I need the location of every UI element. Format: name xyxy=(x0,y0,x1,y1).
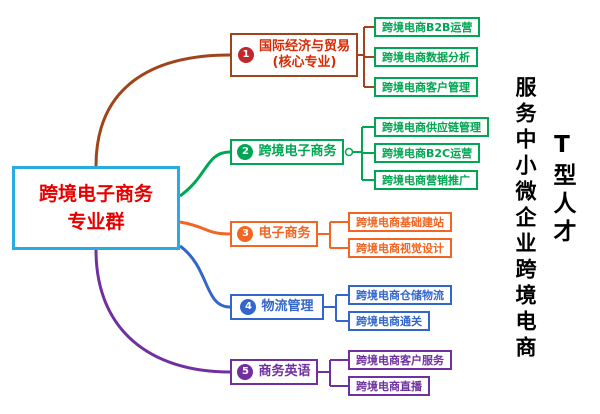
branch-node-business-english: 5 商务英语 xyxy=(230,359,318,385)
branch-4-label: 物流管理 xyxy=(261,298,314,314)
vertical-slogan-text: 服务中小微企业跨境电商 xyxy=(513,76,537,362)
root-node-title-line2: 专业群 xyxy=(67,211,125,233)
root-node-title-line1: 跨境电子商务 xyxy=(38,182,153,205)
leaf-visual-design: 跨境电商视觉设计 xyxy=(348,238,452,258)
branch-2-label: 跨境电子商务 xyxy=(258,143,337,159)
leaf-site-building: 跨境电商基础建站 xyxy=(348,212,452,232)
branch-node-cross-border-ecommerce: 2 跨境电子商务 xyxy=(230,139,344,165)
leaf-customs-clearance: 跨境电商通关 xyxy=(348,311,430,331)
leaf-customer-service: 跨境电商客户服务 xyxy=(348,350,452,370)
leaf-supply-chain: 跨境电商供应链管理 xyxy=(374,117,489,137)
branch-5-label: 商务英语 xyxy=(258,363,311,379)
branch-node-logistics: 4 物流管理 xyxy=(230,294,324,320)
branch-4-number-badge: 4 xyxy=(240,299,257,315)
vertical-talent-text: T型人才 xyxy=(549,132,575,247)
branch-1-label: 国际经济与贸易 (核心专业) xyxy=(259,39,350,72)
branch-3-number-badge: 3 xyxy=(237,226,254,242)
branch-1-number-badge: 1 xyxy=(237,47,254,63)
leaf-b2b-operation: 跨境电商B2B运营 xyxy=(374,17,481,37)
branch-3-label: 电子商务 xyxy=(258,225,311,241)
leaf-livestreaming: 跨境电商直播 xyxy=(348,376,430,396)
branch-node-ecommerce: 3 电子商务 xyxy=(230,221,318,247)
branch-1-label-sub: (核心专业) xyxy=(272,55,337,70)
leaf-data-analysis: 跨境电商数据分析 xyxy=(374,47,478,67)
leaf-b2c-operation: 跨境电商B2C运营 xyxy=(374,143,481,163)
leaf-customer-management: 跨境电商客户管理 xyxy=(374,77,478,97)
root-node: 跨境电子商务 专业群 xyxy=(12,166,180,250)
branch-5-number-badge: 5 xyxy=(237,364,254,380)
branch-2-connector-dot xyxy=(344,147,354,157)
branch-node-international-trade: 1 国际经济与贸易 (核心专业) xyxy=(230,33,358,77)
leaf-marketing-promotion: 跨境电商营销推广 xyxy=(374,170,478,190)
branch-1-label-main: 国际经济与贸易 xyxy=(258,38,350,54)
leaf-warehousing-logistics: 跨境电商仓储物流 xyxy=(348,285,452,305)
branch-2-number-badge: 2 xyxy=(237,144,254,160)
